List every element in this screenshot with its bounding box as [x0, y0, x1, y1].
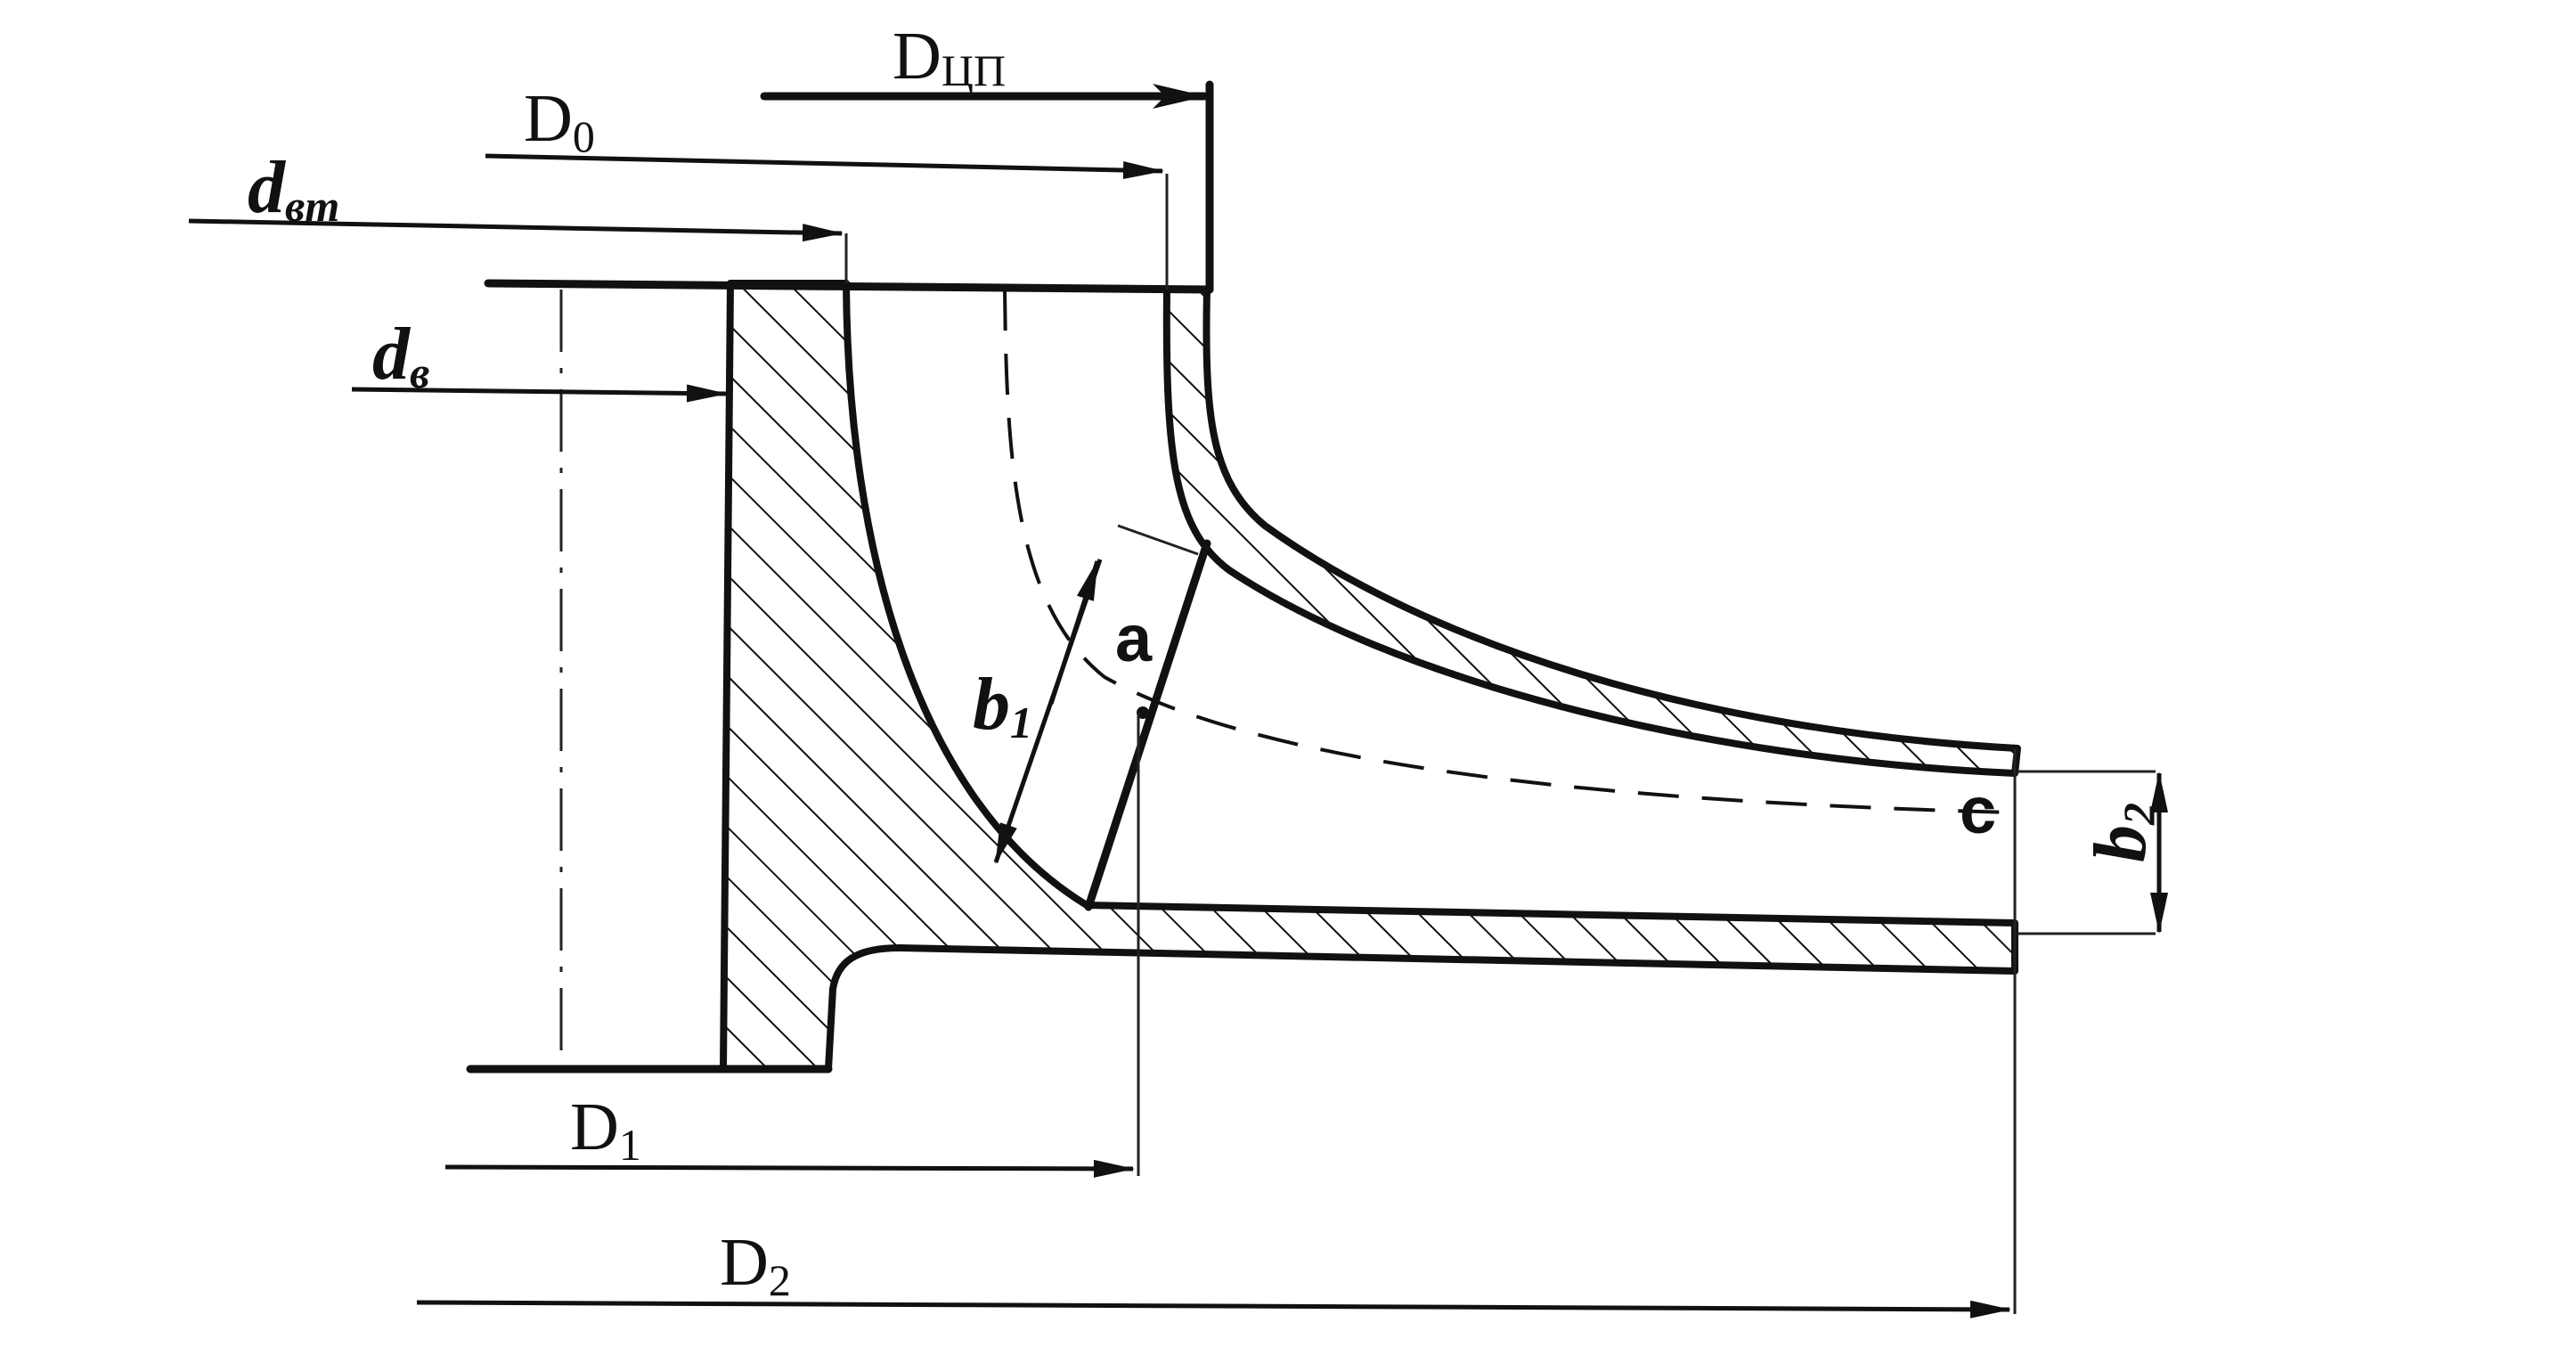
label-d1: D1: [570, 1090, 641, 1170]
d-vt-dimension-line: [188, 218, 844, 242]
b1-dimension-line-top: [1048, 559, 1100, 705]
d0-dimension-line: [485, 153, 1164, 180]
d1-dimension-line: [444, 1159, 1135, 1178]
label-d-vt: dвт: [248, 146, 339, 231]
label-d-v: dв: [372, 313, 429, 397]
label-a: a: [1115, 601, 1153, 675]
shroud-disk-section: [1162, 286, 2021, 777]
label-d-cp: DЦП: [893, 19, 1006, 95]
d-v-dimension-line: [351, 384, 728, 403]
label-d0: D0: [524, 81, 595, 161]
label-c: c: [1960, 773, 1996, 847]
blade-inlet-edge: [1084, 539, 1211, 911]
d2-dimension-line: [416, 1300, 2011, 1318]
b1-extension-line: [1117, 524, 1199, 556]
label-b1: b1: [973, 663, 1032, 747]
label-b2: b2: [2079, 803, 2164, 862]
label-d2: D2: [720, 1225, 791, 1305]
top-reference-line: [484, 279, 1214, 294]
hub-disk-section: [720, 280, 2018, 1073]
